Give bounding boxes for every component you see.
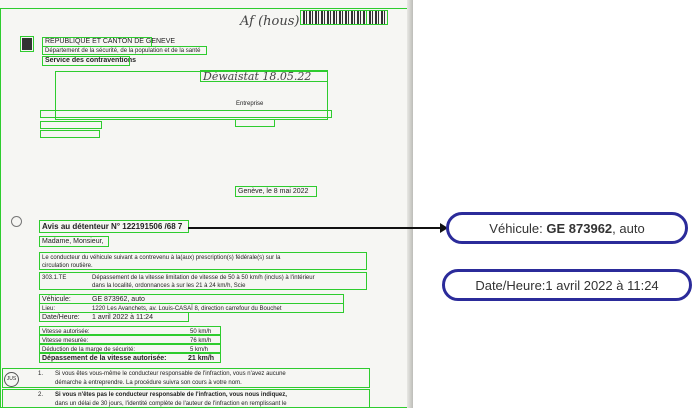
vehicle-callout-suffix: , auto xyxy=(612,220,645,236)
speed-authorized-value: 50 km/h xyxy=(190,329,212,335)
annotation-box xyxy=(39,344,221,353)
annotation-box xyxy=(39,303,344,313)
handwritten-note: Af (hous) xyxy=(240,14,300,29)
scanned-document: Af (hous) REPUBLIQUE ET CANTON DE GENEVE… xyxy=(0,0,413,408)
speed-authorized-label: Vitesse autorisée: xyxy=(42,329,90,335)
annotation-box xyxy=(39,353,221,363)
callout-arrow-line xyxy=(188,227,444,229)
annotation-box xyxy=(20,36,34,52)
header-line-1: REPUBLIQUE ET CANTON DE GENEVE xyxy=(45,38,176,45)
annotation-box xyxy=(366,10,388,25)
annotation-box xyxy=(40,130,100,138)
annotation-box xyxy=(39,252,367,270)
vehicle-callout-plate: GE 873962 xyxy=(546,220,613,236)
official-stamp-icon: JUS xyxy=(4,372,19,387)
vehicle-callout: Véhicule: GE 873962, auto xyxy=(446,212,688,244)
annotation-box xyxy=(55,71,328,120)
datetime-callout: Date/Heure:1 avril 2022 à 11:24 xyxy=(442,269,692,301)
datetime-label: Date/Heure: xyxy=(42,314,80,321)
excess-label: Dépassement de la vitesse autorisée: xyxy=(42,355,167,362)
item-2-number: 2. xyxy=(38,392,44,398)
annotation-box xyxy=(39,335,221,344)
speed-measured-value: 76 km/h xyxy=(190,338,212,344)
arrow-right-icon xyxy=(440,223,448,233)
infraction-text-2: dans la localité, ordonnances à sur les … xyxy=(92,283,246,289)
safety-margin-value: 5 km/h xyxy=(190,347,209,353)
annotation-box xyxy=(235,119,275,127)
annotation-box xyxy=(39,272,367,290)
item-1-text-1: Si vous êtes vous-même le conducteur res… xyxy=(55,371,286,377)
geneva-crest-icon xyxy=(22,38,32,50)
enterprise-label: Entreprise xyxy=(236,101,264,107)
annotation-box xyxy=(42,46,207,55)
annotation-box xyxy=(42,56,130,66)
item-1-number: 1. xyxy=(38,371,44,377)
vehicle-label: Véhicule: xyxy=(42,296,71,303)
item-2-text-2: dans un délai de 30 jours, l'identité co… xyxy=(55,401,287,407)
annotation-box xyxy=(2,368,370,388)
header-service: Service des contraventions xyxy=(45,57,137,64)
vehicle-callout-label: Véhicule: xyxy=(489,220,547,236)
item-1-text-2: démarche à entreprendre. La procédure su… xyxy=(55,380,242,386)
intro-text-2: circulation routière. xyxy=(42,263,93,269)
date-line: Genève, le 8 mai 2022 xyxy=(238,188,309,195)
punch-hole-icon xyxy=(11,216,22,227)
vehicle-value: GE 873962, auto xyxy=(92,296,145,303)
infraction-code: 303.1.TE xyxy=(42,275,67,281)
annotation-box xyxy=(235,186,317,197)
notice-title: Avis au détenteur N° 122191506 /68 7 xyxy=(42,222,183,231)
header-line-2: Département de la sécurité, de la popula… xyxy=(45,48,201,54)
received-stamp: Déwaistat 18.05.22 xyxy=(203,70,312,83)
annotation-box xyxy=(39,326,221,335)
salutation: Madame, Monsieur, xyxy=(42,238,104,245)
speed-measured-label: Vitesse mesurée: xyxy=(42,338,89,344)
annotation-box xyxy=(40,121,102,129)
datetime-value: 1 avril 2022 à 11:24 xyxy=(92,314,153,321)
infraction-text-1: Dépassement de la vitesse limitation de … xyxy=(92,275,315,281)
place-label: Lieu: xyxy=(42,306,56,312)
annotation-box xyxy=(39,220,189,233)
excess-value: 21 km/h xyxy=(188,355,215,362)
annotation-box xyxy=(39,236,109,247)
intro-text-1: Le conducteur du véhicule suivant a cont… xyxy=(42,255,281,261)
item-2-text-1: Si vous n'êtes pas le conducteur respons… xyxy=(55,392,287,398)
annotation-box xyxy=(40,110,332,118)
annotation-box xyxy=(39,312,189,322)
page-annotation-box xyxy=(0,8,413,408)
place-value: 1220 Les Avanchets, av. Louis-CASAÏ 8, d… xyxy=(92,306,282,312)
safety-margin-label: Déduction de la marge de sécurité: xyxy=(42,347,136,353)
datetime-callout-text: Date/Heure:1 avril 2022 à 11:24 xyxy=(475,277,659,293)
